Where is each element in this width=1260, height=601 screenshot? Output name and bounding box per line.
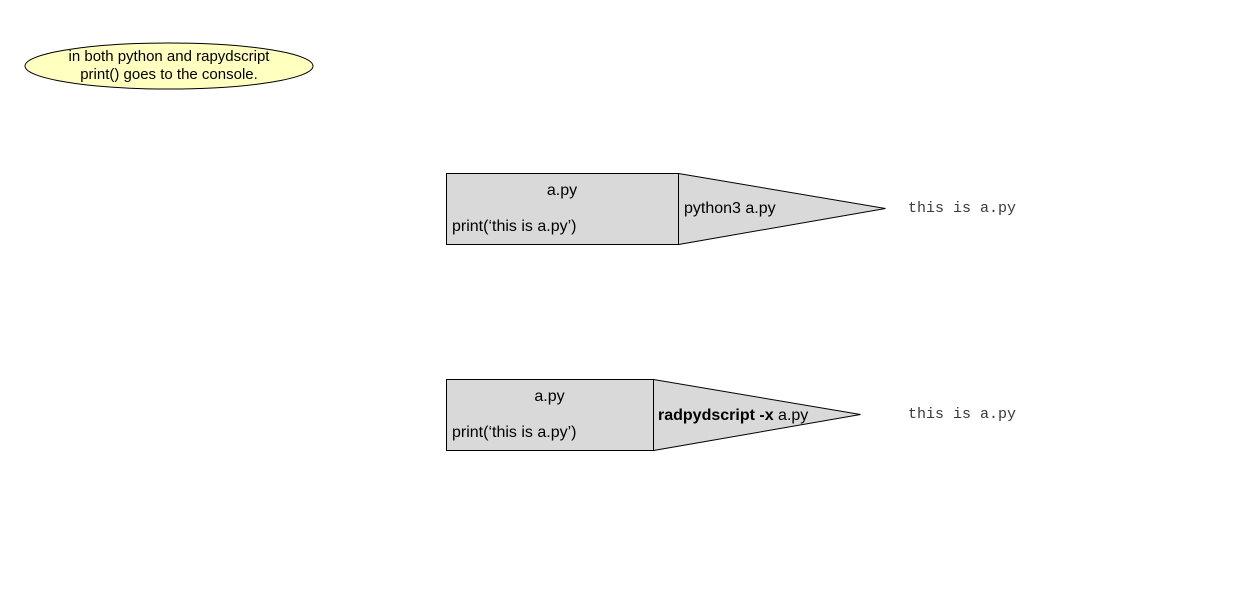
- command-plain: python3 a.py: [684, 200, 776, 217]
- file-title: a.py: [546, 182, 578, 199]
- note-ellipse: [24, 42, 314, 90]
- command-label: radpydscript -x a.py: [658, 407, 808, 425]
- file-box-rapydscript: [446, 379, 654, 451]
- file-box-python: [446, 173, 679, 245]
- console-note: in both python and rapydscript print() g…: [25, 43, 313, 89]
- file-code: print(‘this is a.py’): [452, 218, 577, 235]
- console-output: this is a.py: [908, 406, 1017, 423]
- command-bold: radpydscript -x: [658, 407, 774, 424]
- note-line-2: print() goes to the console.: [80, 66, 258, 83]
- file-code: print(‘this is a.py’): [452, 424, 577, 441]
- command-label: python3 a.py: [684, 200, 776, 218]
- file-title: a.py: [534, 388, 565, 405]
- command-plain: a.py: [773, 407, 809, 424]
- command-arrow-rapydscript: [653, 378, 861, 452]
- note-line-1: in both python and rapydscript: [68, 48, 270, 65]
- command-arrow-python: [678, 172, 886, 246]
- console-output: this is a.py: [908, 200, 1017, 217]
